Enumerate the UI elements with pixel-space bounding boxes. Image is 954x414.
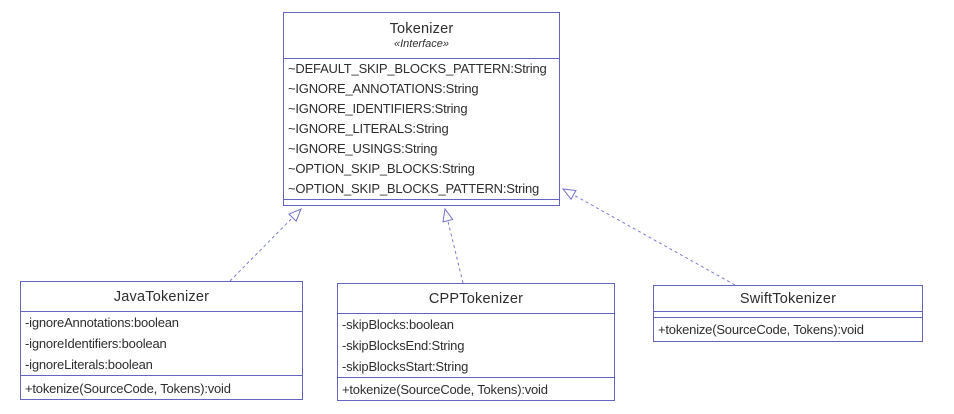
operations-compartment: +tokenize(SourceCode, Tokens):void — [338, 377, 614, 402]
realization-arrow-swifttokenizer — [561, 188, 736, 286]
attribute-row: -ignoreIdentifiers:boolean — [25, 336, 167, 351]
attributes-compartment-empty — [654, 311, 922, 317]
attribute-row: ~DEFAULT_SKIP_BLOCKS_PATTERN:String — [288, 61, 547, 76]
realization-arrow-cpptokenizer — [442, 207, 464, 284]
class-title-cpptokenizer: CPPTokenizer — [338, 284, 614, 313]
operation-row: +tokenize(SourceCode, Tokens):void — [658, 322, 864, 337]
class-title-tokenizer: Tokenizer «Interface» — [284, 13, 559, 58]
operations-compartment-empty — [284, 199, 559, 205]
attribute-row: -ignoreAnnotations:boolean — [25, 315, 179, 330]
attribute-row: ~IGNORE_IDENTIFIERS:String — [288, 101, 468, 116]
class-name: CPPTokenizer — [428, 290, 524, 307]
class-name: JavaTokenizer — [113, 288, 210, 305]
class-box-tokenizer[interactable]: Tokenizer «Interface» ~DEFAULT_SKIP_BLOC… — [283, 12, 560, 206]
class-box-swifttokenizer[interactable]: SwiftTokenizer +tokenize(SourceCode, Tok… — [653, 285, 923, 342]
realization-arrow-javatokenizer — [229, 208, 302, 282]
operation-row: +tokenize(SourceCode, Tokens):void — [25, 381, 231, 396]
class-box-cpptokenizer[interactable]: CPPTokenizer -skipBlocks:boolean -skipBl… — [337, 283, 615, 401]
operation-row: +tokenize(SourceCode, Tokens):void — [342, 382, 548, 397]
operations-compartment: +tokenize(SourceCode, Tokens):void — [654, 317, 922, 341]
operations-compartment: +tokenize(SourceCode, Tokens):void — [21, 375, 302, 401]
attributes-compartment: -ignoreAnnotations:boolean -ignoreIdenti… — [21, 311, 302, 375]
attribute-row: ~IGNORE_LITERALS:String — [288, 121, 449, 136]
class-name: SwiftTokenizer — [739, 290, 837, 307]
attribute-row: -ignoreLiterals:boolean — [25, 357, 153, 372]
attribute-row: ~OPTION_SKIP_BLOCKS_PATTERN:String — [288, 181, 539, 196]
attribute-row: -skipBlocksStart:String — [342, 359, 469, 374]
attribute-row: ~IGNORE_USINGS:String — [288, 141, 438, 156]
attribute-row: -skipBlocks:boolean — [342, 317, 454, 332]
class-title-swifttokenizer: SwiftTokenizer — [654, 286, 922, 311]
attributes-compartment: ~DEFAULT_SKIP_BLOCKS_PATTERN:String ~IGN… — [284, 58, 559, 199]
attribute-row: ~IGNORE_ANNOTATIONS:String — [288, 81, 479, 96]
attributes-compartment: -skipBlocks:boolean -skipBlocksEnd:Strin… — [338, 313, 614, 377]
attribute-row: ~OPTION_SKIP_BLOCKS:String — [288, 161, 475, 176]
class-title-javatokenizer: JavaTokenizer — [21, 282, 302, 311]
class-stereotype: «Interface» — [393, 38, 450, 50]
attribute-row: -skipBlocksEnd:String — [342, 338, 465, 353]
class-name: Tokenizer — [389, 21, 454, 37]
class-box-javatokenizer[interactable]: JavaTokenizer -ignoreAnnotations:boolean… — [20, 281, 303, 400]
